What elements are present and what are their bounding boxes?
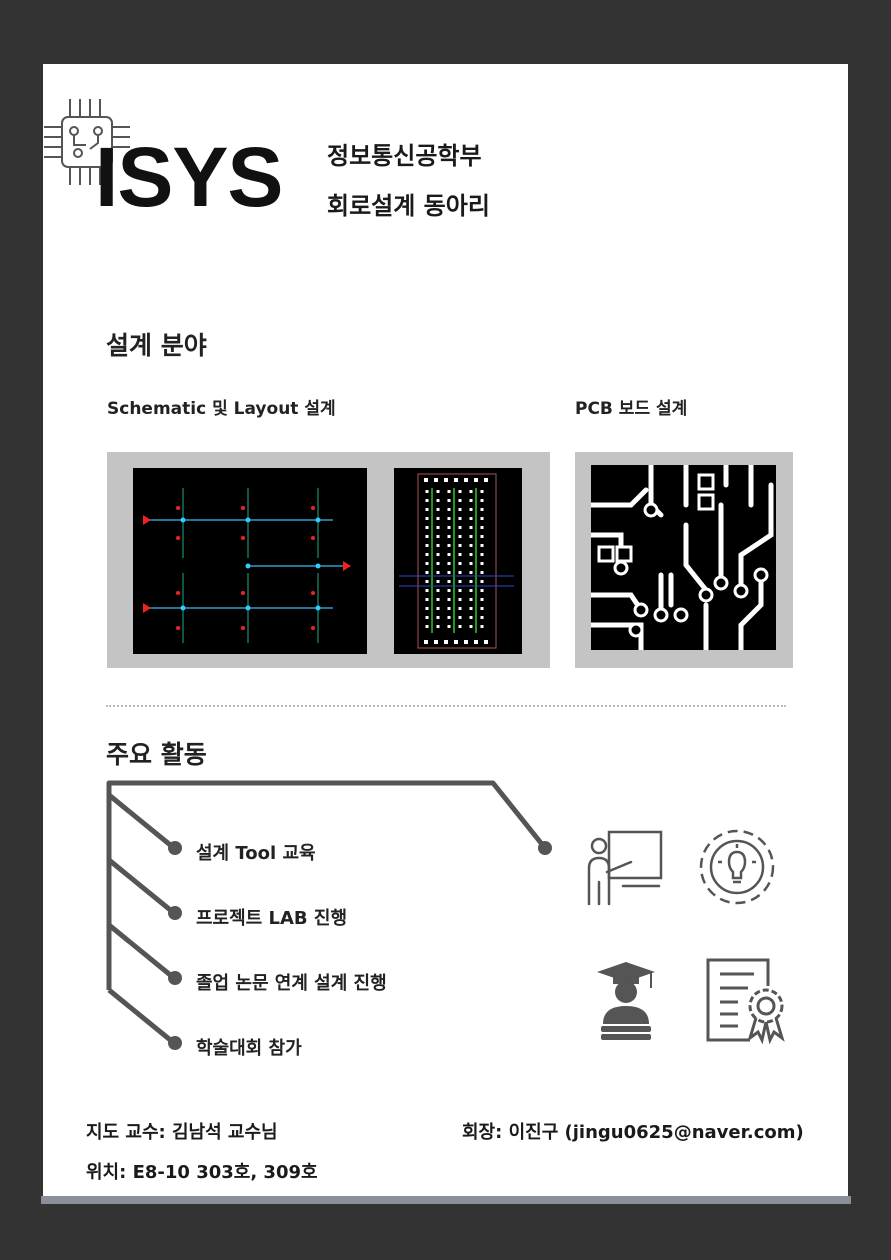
gear-lightbulb-icon (699, 829, 775, 905)
pcb-label: PCB 보드 설계 (575, 399, 688, 419)
location-text: 위치: E8-10 303호, 309호 (86, 1162, 318, 1183)
schematic-image-panel (107, 452, 550, 668)
schematic-image (133, 468, 367, 654)
subtitle-line-1: 정보통신공학부 (327, 142, 482, 170)
bottom-bar (41, 1196, 851, 1204)
pcb-circuit-icon (591, 465, 776, 650)
advisor-text: 지도 교수: 김남석 교수님 (86, 1122, 278, 1143)
activity-item-4: 학술대회 참가 (196, 1038, 302, 1059)
activity-item-2: 프로젝트 LAB 진행 (196, 908, 348, 929)
activity-item-1: 설계 Tool 교육 (196, 843, 316, 864)
teacher-icon (587, 830, 663, 906)
schematic-label: Schematic 및 Layout 설계 (107, 399, 336, 419)
section-title-design: 설계 분야 (106, 331, 207, 360)
certificate-icon (706, 958, 785, 1044)
activity-item-3: 졸업 논문 연계 설계 진행 (196, 973, 387, 994)
section-title-activities: 주요 활동 (106, 740, 207, 769)
graduate-icon (597, 962, 655, 1040)
section-divider (106, 705, 786, 707)
brand-title: ISYS (95, 130, 283, 224)
president-text: 회장: 이진구 (jingu0625@naver.com) (462, 1122, 804, 1143)
pcb-image-panel (575, 452, 793, 668)
layout-image (394, 468, 522, 654)
activity-connector-lines (106, 780, 552, 1050)
chip-icon (44, 99, 130, 185)
subtitle-line-2: 회로설계 동아리 (327, 192, 490, 220)
